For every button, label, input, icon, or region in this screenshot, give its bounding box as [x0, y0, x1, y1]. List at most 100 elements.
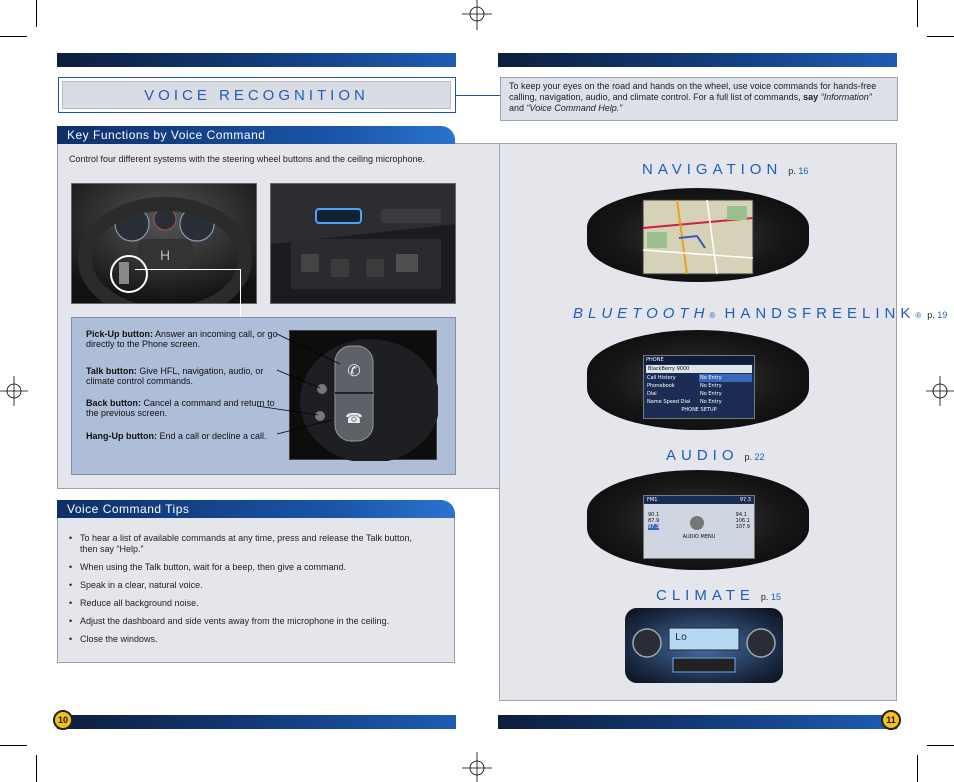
registration-mark-bottom: [462, 752, 492, 782]
ceiling-microphone-photo: [270, 183, 456, 304]
page-ref-prefix: p.: [760, 592, 769, 602]
page-ref-prefix: p.: [744, 452, 753, 462]
tip-item: When using the Talk button, wait for a b…: [67, 562, 427, 573]
top-bar-right: [498, 53, 897, 67]
callout-line: [135, 269, 241, 270]
phone-menu-item: Call History: [647, 375, 676, 381]
registration-mark-left: [0, 376, 28, 406]
crop-mark: [917, 755, 918, 782]
audio-preset: 106.1: [735, 518, 750, 524]
climate-page-ref[interactable]: 15: [770, 592, 781, 602]
crop-mark: [927, 745, 954, 746]
back-button-text: Cancel a command and return to the previ…: [86, 398, 275, 418]
steering-wheel-photo: H: [71, 183, 257, 304]
audio-page-ref[interactable]: 22: [754, 452, 765, 462]
section-heading-key-functions: Key Functions by Voice Command: [57, 126, 455, 144]
bluetooth-heading: BLUETOOTH® HANDSFREELINK®p. 19: [573, 305, 947, 322]
talk-button-label: Talk button:: [86, 366, 137, 376]
svg-text:H: H: [160, 247, 170, 263]
callout-line: [240, 269, 241, 317]
phone-screen-header: PHONE: [644, 356, 754, 364]
talk-button-description: Talk button: Give HFL, navigation, audio…: [86, 366, 282, 386]
navigation-screen: [587, 188, 809, 282]
hangup-button-description: Hang-Up button: End a call or decline a …: [86, 431, 282, 441]
intro-and: and: [509, 103, 527, 113]
climate-title: CLIMATE: [656, 587, 755, 604]
registered-mark: ®: [709, 311, 716, 320]
crop-mark: [36, 755, 37, 782]
svg-text:✆: ✆: [347, 361, 360, 380]
navigation-heading: NAVIGATION p. 16: [642, 161, 808, 178]
tip-item: Reduce all background noise.: [67, 598, 427, 609]
hangup-button-label: Hang-Up button:: [86, 431, 157, 441]
pickup-button-text: Answer an incoming call, or go directly …: [86, 329, 278, 349]
registration-mark-right: [926, 376, 954, 406]
registration-mark-top: [462, 0, 492, 30]
intro-say: say: [803, 92, 819, 102]
phone-entry: No Entry: [699, 374, 752, 382]
tips-list: To hear a list of available commands at …: [67, 533, 427, 652]
pickup-button-label: Pick-Up button:: [86, 329, 153, 339]
page-title: VOICE RECOGNITION: [144, 87, 369, 104]
section-heading-tips: Voice Command Tips: [57, 500, 455, 518]
talk-button-text: Give HFL, navigation, audio, or climate …: [86, 366, 264, 386]
phone-entry: No Entry: [700, 399, 722, 405]
hangup-button-text: End a call or decline a call.: [156, 431, 267, 441]
intro-quote-help: “Voice Command Help.”: [526, 103, 623, 113]
back-button-label: Back button:: [86, 398, 141, 408]
phone-entry: No Entry: [700, 383, 722, 389]
climate-heading: CLIMATE p. 15: [656, 587, 781, 604]
climate-display: Lo: [675, 632, 688, 643]
audio-screen-footer: AUDIO MENU: [682, 534, 716, 540]
crop-mark: [927, 36, 954, 37]
phone-entry: No Entry: [700, 391, 722, 397]
bottom-bar-right: [498, 715, 897, 729]
audio-screen: FM1 97.3 90.1 87.9 97.3 94.1 106.1 107.9…: [587, 470, 809, 570]
tip-item: Speak in a clear, natural voice.: [67, 580, 427, 591]
tip-item: To hear a list of available commands at …: [67, 533, 427, 555]
page-ref-prefix: p.: [788, 166, 796, 176]
crop-mark: [0, 745, 27, 746]
page-number-right: 11: [881, 710, 901, 730]
climate-panel: Lo: [625, 608, 783, 683]
audio-heading: AUDIO p. 22: [666, 447, 765, 464]
audio-preset: 97.3: [648, 524, 660, 530]
tip-item: Adjust the dashboard and side vents away…: [67, 616, 427, 627]
handsfreelink-title: HANDSFREELINK: [724, 305, 916, 322]
audio-preset: 94.1: [735, 512, 747, 518]
top-bar-left: [57, 53, 456, 67]
buttons-panel: Pick-Up button: Answer an incoming call,…: [71, 317, 456, 475]
audio-preset: 90.1: [648, 512, 660, 518]
page-number-left: 10: [53, 710, 73, 730]
phone-menu-item: Dial: [647, 391, 657, 397]
page-ref-prefix: p.: [927, 310, 935, 320]
registered-mark: ®: [915, 311, 922, 320]
audio-title: AUDIO: [666, 447, 739, 464]
phone-device-name: BlackBerry 9000: [646, 365, 752, 373]
intro-text: To keep your eyes on the road and hands …: [509, 81, 877, 102]
audio-preset: 107.9: [735, 524, 750, 530]
phone-screen: PHONE BlackBerry 9000 Call History Phone…: [587, 330, 809, 430]
button-callout-lines: [256, 333, 341, 435]
audio-frequency: 97.3: [739, 497, 751, 503]
audio-preset: 87.9: [648, 518, 660, 524]
crop-mark: [36, 0, 37, 27]
intro-quote-information: “Information”: [820, 92, 872, 102]
navigation-title: NAVIGATION: [642, 161, 783, 178]
pickup-button-description: Pick-Up button: Answer an incoming call,…: [86, 329, 282, 349]
bluetooth-title: BLUETOOTH: [573, 305, 710, 322]
tip-item: Close the windows.: [67, 634, 427, 645]
phone-menu-item: Name Speed Dial: [647, 399, 691, 405]
crop-mark: [917, 0, 918, 27]
title-frame: [58, 77, 456, 113]
title-box: VOICE RECOGNITION: [62, 81, 451, 109]
back-button-description: Back button: Cancel a command and return…: [86, 398, 282, 418]
svg-text:☎: ☎: [345, 411, 362, 427]
navigation-page-ref[interactable]: 16: [798, 166, 809, 176]
crop-mark: [0, 36, 27, 37]
key-functions-description: Control four different systems with the …: [69, 154, 426, 164]
phone-screen-footer: PHONE SETUP: [681, 407, 717, 413]
bluetooth-page-ref[interactable]: 19: [937, 310, 948, 320]
connector-line: [456, 95, 500, 96]
phone-menu-item: Phonebook: [647, 383, 675, 389]
